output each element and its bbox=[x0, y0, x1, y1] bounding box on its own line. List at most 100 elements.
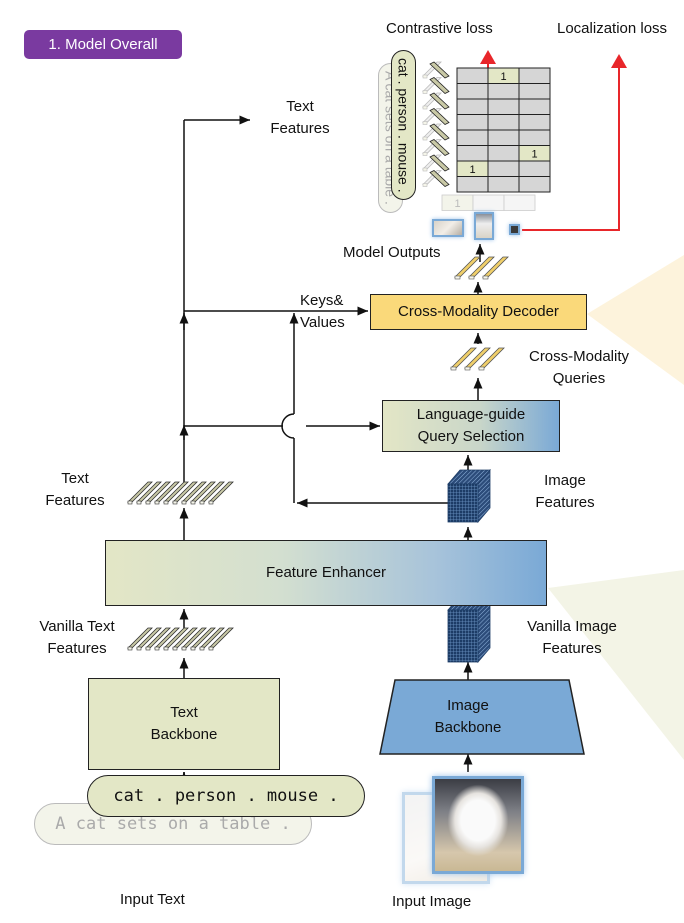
vanilla-text-feature-token-end bbox=[181, 646, 187, 651]
ghost-token-bar-end bbox=[422, 74, 428, 79]
image-backbone-label: Image Backbone bbox=[420, 695, 516, 739]
block-line: Language-guide bbox=[416, 406, 526, 423]
matrix-cell bbox=[518, 129, 551, 146]
text-feature-token-end bbox=[181, 500, 187, 505]
ghost-token-bar-end bbox=[422, 183, 428, 187]
vanilla-text-feature-token-end bbox=[208, 646, 214, 651]
text-token-bar bbox=[429, 154, 450, 172]
text-feature-token-end bbox=[172, 500, 178, 505]
matrix-cell bbox=[456, 176, 489, 193]
matrix-cell bbox=[456, 114, 489, 131]
text-feature-token-end bbox=[154, 500, 160, 505]
block-line: Image bbox=[447, 697, 489, 714]
matrix-cell bbox=[518, 160, 551, 177]
output-token-end bbox=[468, 275, 475, 280]
ghost-matrix-cell bbox=[503, 194, 536, 211]
matrix-cell bbox=[487, 160, 520, 177]
vanilla-text-feature-token-end bbox=[136, 646, 142, 651]
text-token-bar bbox=[429, 123, 450, 141]
matrix-cell bbox=[518, 176, 551, 193]
label-line: Values bbox=[300, 314, 345, 331]
language-guided-query-selection-block: Language-guide Query Selection bbox=[382, 400, 560, 452]
input-prompt: cat . person . mouse . bbox=[87, 775, 365, 817]
label-line: Features bbox=[542, 640, 602, 657]
matrix-cell bbox=[487, 114, 520, 131]
output-box-thumbnail-3 bbox=[509, 224, 520, 235]
ghost-token-bar-end bbox=[422, 152, 428, 156]
ghost-token-bar-end bbox=[422, 105, 428, 110]
text-backbone-block: Text Backbone bbox=[88, 678, 280, 770]
matrix-cell bbox=[456, 83, 489, 100]
vanilla-text-feature-token-end bbox=[199, 646, 205, 651]
text-feature-token-end bbox=[145, 500, 151, 505]
cross-modality-decoder-block: Cross-Modality Decoder bbox=[370, 294, 587, 330]
text-token-bar bbox=[429, 108, 450, 125]
vanilla-text-feature-token-end bbox=[172, 646, 178, 651]
vanilla-image-features-label: Vanilla Image Features bbox=[512, 616, 632, 660]
query-token-end bbox=[464, 366, 471, 371]
ghost-token-bar-end bbox=[422, 167, 428, 172]
text-token-bar bbox=[429, 77, 450, 94]
label-line: Features bbox=[45, 492, 105, 509]
label-line: Features bbox=[270, 120, 330, 137]
label-line: Features bbox=[535, 494, 595, 511]
label-line: Text bbox=[286, 98, 314, 115]
text-token-bar bbox=[429, 92, 450, 110]
text-feature-token-end bbox=[136, 500, 142, 505]
label-line: Cross-Modality bbox=[528, 348, 630, 365]
matrix-cell bbox=[518, 67, 551, 84]
block-line: Text bbox=[170, 704, 198, 721]
output-token-end bbox=[482, 275, 489, 280]
input-image-label: Input Image bbox=[392, 893, 472, 910]
cross-modality-queries-label: Cross-Modality Queries bbox=[520, 346, 638, 390]
matrix-cell bbox=[518, 83, 551, 100]
matrix-cell-value: 1 bbox=[531, 149, 537, 161]
block-line: Query Selection bbox=[417, 428, 525, 445]
text-feature-token-end bbox=[127, 500, 133, 505]
block-line: Backbone bbox=[150, 726, 218, 743]
vanilla-text-feature-token-end bbox=[145, 646, 151, 651]
image-backbone-shape bbox=[379, 679, 585, 755]
vanilla-text-feature-token-end bbox=[154, 646, 160, 651]
query-token-end bbox=[450, 366, 457, 371]
input-image-cat bbox=[432, 776, 524, 874]
label-line: Text bbox=[61, 470, 89, 487]
matrix-cell-value: 1 bbox=[500, 71, 506, 83]
model-outputs-label: Model Outputs bbox=[343, 244, 441, 261]
vanilla-text-feature-token-end bbox=[127, 646, 133, 651]
keys-values-label: Keys& Values bbox=[300, 290, 345, 334]
input-text-label: Input Text bbox=[120, 891, 185, 908]
enhancer-zoom-fan bbox=[548, 570, 684, 760]
text-feature-token-end bbox=[190, 500, 196, 505]
text-features-tokens bbox=[127, 481, 234, 505]
query-token-end bbox=[478, 366, 485, 371]
text-token-bar bbox=[429, 170, 450, 187]
matrix-cell bbox=[456, 98, 489, 115]
cross-modality-queries-tokens bbox=[450, 347, 505, 371]
ghost-token-bar-end bbox=[422, 121, 428, 125]
matrix-cell bbox=[487, 98, 520, 115]
vanilla-text-feature-token-end bbox=[163, 646, 169, 651]
model-output-tokens bbox=[454, 256, 509, 280]
block-line: Backbone bbox=[434, 719, 502, 736]
text-feature-token-end bbox=[199, 500, 205, 505]
text-token-bar bbox=[429, 61, 450, 79]
label-line: Keys& bbox=[300, 292, 344, 309]
label-line: Queries bbox=[552, 370, 606, 387]
image-features-label: Image Features bbox=[520, 470, 610, 514]
label-line: Vanilla Image bbox=[527, 618, 617, 635]
vanilla-text-features-tokens bbox=[127, 627, 234, 651]
output-token-end bbox=[454, 275, 461, 280]
text-feature-token-end bbox=[208, 500, 214, 505]
text-token-bar bbox=[429, 139, 450, 156]
ghost-token-bar-end bbox=[422, 90, 428, 94]
matrix-cell bbox=[456, 129, 489, 146]
text-features-label: Text Features bbox=[30, 468, 120, 512]
localization-loss-arrow bbox=[522, 54, 627, 231]
matrix-cell-value: 1 bbox=[469, 164, 475, 176]
matrix-cell bbox=[456, 145, 489, 162]
text-features-output-label: Text Features bbox=[260, 96, 340, 140]
ghost-input-prompt: A cat sets on a table . bbox=[34, 803, 312, 845]
vanilla-text-features-label: Vanilla Text Features bbox=[22, 616, 132, 660]
